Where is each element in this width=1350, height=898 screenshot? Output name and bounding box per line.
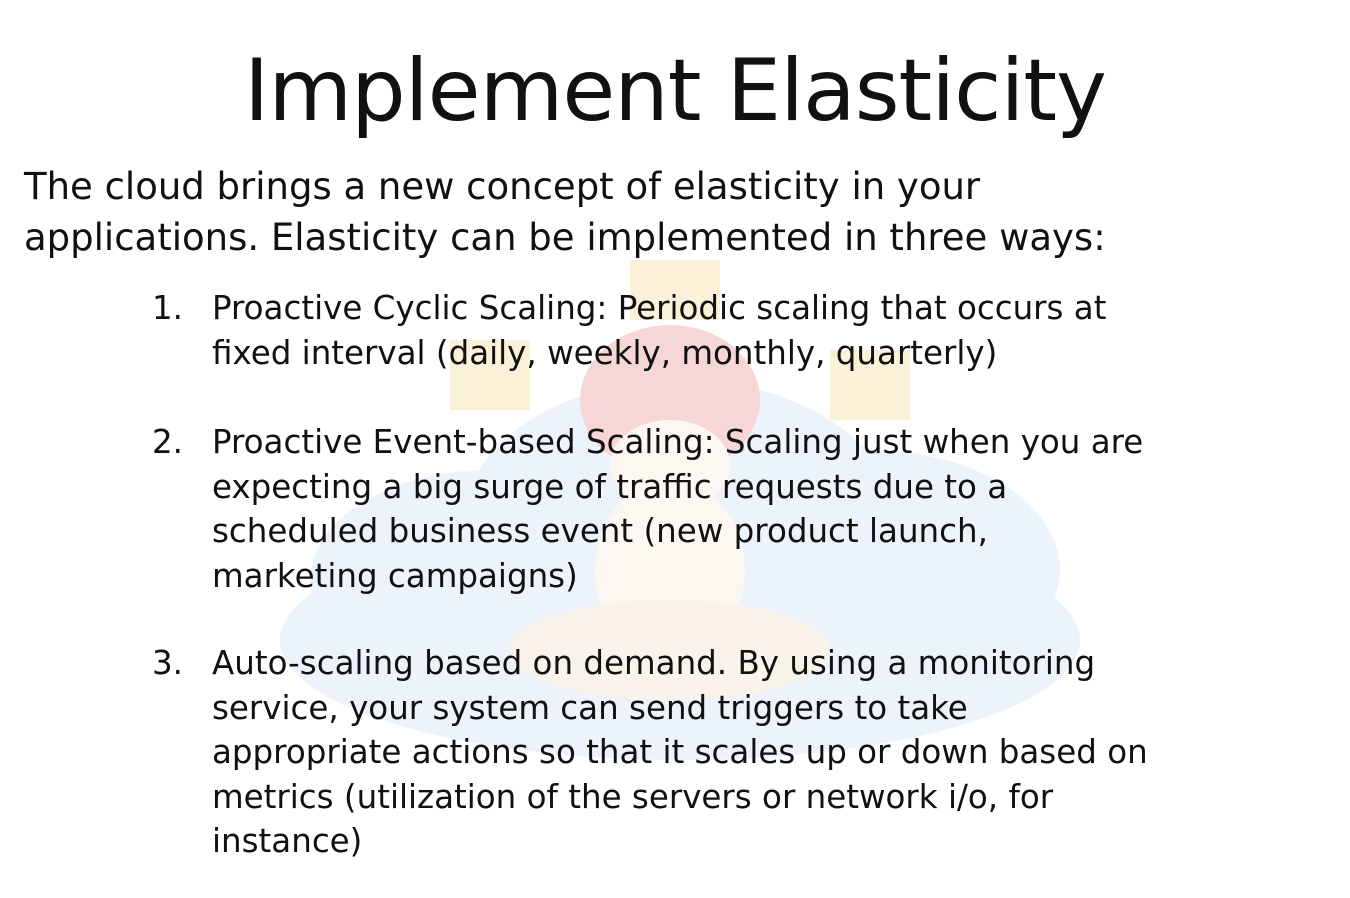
list-item-line: instance) bbox=[212, 822, 363, 860]
list-item-line: service, your system can send triggers t… bbox=[212, 688, 968, 727]
list-item-line: expecting a big surge of traffic request… bbox=[212, 467, 1008, 506]
list-item-line: fixed interval (daily, weekly, monthly, … bbox=[212, 333, 998, 372]
list-item-line: scheduled business event (new product la… bbox=[212, 512, 988, 550]
list-item-line: Auto-scaling based on demand. By using a… bbox=[212, 644, 1096, 682]
intro-paragraph: The cloud brings a new concept of elasti… bbox=[24, 161, 1324, 263]
list-item-text: Proactive Event-based Scaling: Scaling j… bbox=[212, 420, 1143, 598]
list-item-text: Proactive Cyclic Scaling: Periodic scali… bbox=[212, 286, 1106, 375]
list-item-line: Proactive Event-based Scaling: Scaling j… bbox=[212, 423, 1144, 461]
list-item-line: metrics (utilization of the servers or n… bbox=[212, 777, 1054, 816]
list-item-line: appropriate actions so that it scales up… bbox=[212, 733, 1148, 771]
list-item-number: 2. bbox=[152, 423, 184, 461]
list-item-text: Auto-scaling based on demand. By using a… bbox=[212, 641, 1148, 864]
list-item-line: marketing campaigns) bbox=[212, 556, 578, 595]
list-item-number: 3. bbox=[152, 644, 184, 682]
list-item-line: Proactive Cyclic Scaling: Periodic scali… bbox=[212, 289, 1107, 327]
intro-line: The cloud brings a new concept of elasti… bbox=[24, 165, 981, 208]
intro-line: applications. Elasticity can be implemen… bbox=[24, 216, 1106, 259]
list-item-number: 1. bbox=[152, 289, 184, 327]
slide-title: Implement Elasticity bbox=[244, 41, 1107, 141]
